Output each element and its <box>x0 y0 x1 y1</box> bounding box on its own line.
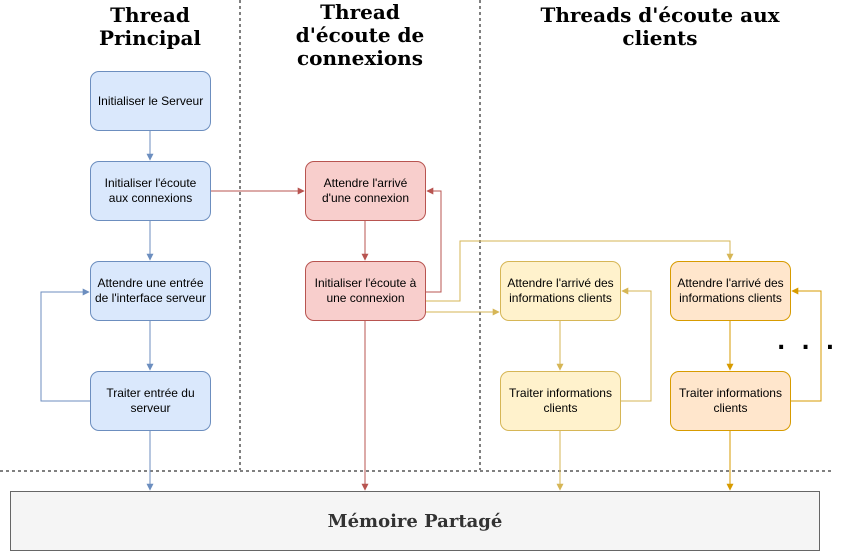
column-title-listener-thread: Thread d'écoute de connexions <box>295 0 425 70</box>
box-client1-process-label: Traiter informations clients <box>509 386 612 415</box>
arrow-init-connection-loop-back <box>426 187 442 293</box>
arrow-client1-loop-back <box>621 287 652 402</box>
column-title-main-thread: Thread Principal <box>98 3 202 50</box>
box-process-input: Traiter entrée du serveur <box>90 371 211 431</box>
box-client2-wait: Attendre l'arrivé des informations clien… <box>670 261 791 321</box>
box-wait-input-label: Attendre une entrée de l'interface serve… <box>94 276 206 305</box>
box-init-listen-label: Initialiser l'écoute aux connexions <box>104 176 197 205</box>
box-init-connection: Initialiser l'écoute à une connexion <box>305 261 426 321</box>
more-threads-ellipsis: ... <box>777 330 845 355</box>
column-title-client-threads: Threads d'écoute aux clients <box>540 3 780 50</box>
box-wait-connection-label: Attendre l'arrivé d'une connexion <box>321 176 410 205</box>
box-init-server-label: Initialiser le Serveur <box>97 93 204 108</box>
box-client1-wait-label: Attendre l'arrivé des informations clien… <box>507 276 614 305</box>
box-client1-process: Traiter informations clients <box>500 371 621 431</box>
arrow-client2-loop-back <box>791 287 822 402</box>
box-client2-process-label: Traiter informations clients <box>679 386 782 415</box>
arrow-process-loop-back <box>40 288 90 402</box>
box-init-connection-label: Initialiser l'écoute à une connexion <box>314 276 417 305</box>
shared-memory-label: Mémoire Partagé <box>327 510 503 532</box>
box-init-server: Initialiser le Serveur <box>90 71 211 131</box>
box-wait-input: Attendre une entrée de l'interface serve… <box>90 261 211 321</box>
box-client1-wait: Attendre l'arrivé des informations clien… <box>500 261 621 321</box>
box-process-input-label: Traiter entrée du serveur <box>106 386 195 415</box>
box-client2-wait-label: Attendre l'arrivé des informations clien… <box>677 276 784 305</box>
shared-memory-box: Mémoire Partagé <box>10 491 820 551</box>
arrow-spawn-client2 <box>426 240 734 302</box>
box-init-listen: Initialiser l'écoute aux connexions <box>90 161 211 221</box>
box-wait-connection: Attendre l'arrivé d'une connexion <box>305 161 426 221</box>
box-client2-process: Traiter informations clients <box>670 371 791 431</box>
